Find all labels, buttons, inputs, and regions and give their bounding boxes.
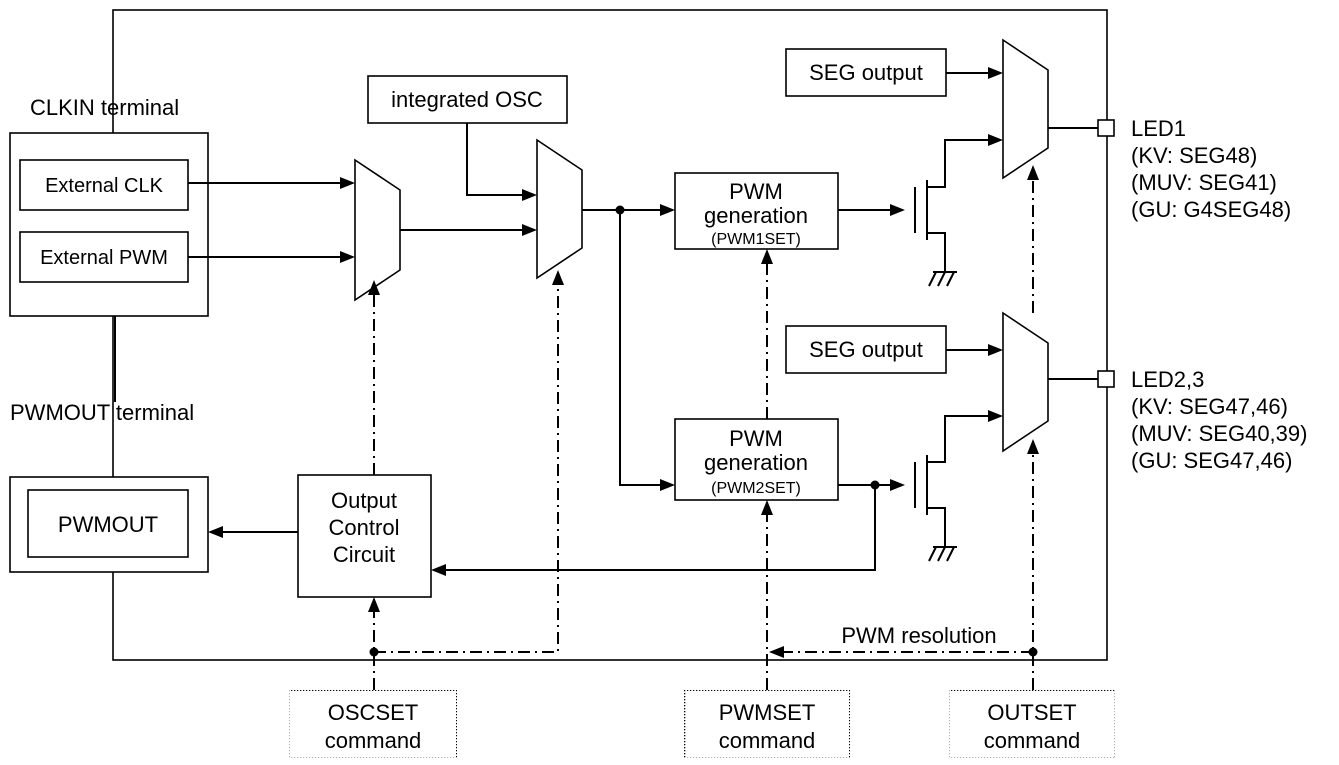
pwm-generation-2 <box>674 418 839 501</box>
pwm-resolution-label: PWM resolution <box>841 623 996 648</box>
led1-pin <box>1097 119 1115 137</box>
pwm-gen2-line3: (PWM2SET) <box>711 480 801 497</box>
pwm-gen1-line2: generation <box>704 203 808 228</box>
oscset-command-line1: OSCSET <box>328 700 418 725</box>
external-pwm-label: External PWM <box>40 247 168 269</box>
chip-boundary <box>112 9 1108 661</box>
pwm-gen1-line1: PWM <box>729 179 783 204</box>
led23-pin <box>1097 370 1115 388</box>
outset-command-line1: OUTSET <box>987 700 1076 725</box>
led1-output-mux <box>1002 38 1049 180</box>
seg-output-1 <box>785 48 947 97</box>
pwmset-command-line1: PWMSET <box>719 700 816 725</box>
led1-kv-label: (KV: SEG48) <box>1131 143 1257 168</box>
pwm-gen2-line1: PWM <box>729 426 783 451</box>
led1-muv-label: (MUV: SEG41) <box>1131 170 1277 195</box>
output-control-line2: Control <box>329 515 400 540</box>
external-pwm-block <box>19 231 189 283</box>
pwmout-terminal-label: PWMOUT terminal <box>10 400 194 425</box>
led23-output-mux <box>1002 311 1049 453</box>
clock-input-mux <box>354 158 401 302</box>
oscset-command-line2: command <box>325 728 422 753</box>
external-clk-label: External CLK <box>45 175 163 197</box>
output-control-line3: Circuit <box>333 542 395 567</box>
led23-kv-label: (KV: SEG47,46) <box>1131 394 1288 419</box>
output-control-line1: Output <box>331 488 397 513</box>
pwmout-block <box>27 489 189 558</box>
integrated-osc-block <box>367 75 568 124</box>
pwmset-command-box <box>684 689 850 759</box>
led1-label: LED1 <box>1131 116 1186 141</box>
control-lines <box>368 165 1039 690</box>
clock-select-mux <box>536 138 583 280</box>
pwm-gen1-line3: (PWM1SET) <box>711 231 801 248</box>
led23-gu-label: (GU: SEG47,46) <box>1131 448 1292 473</box>
led23-label: LED2,3 <box>1131 367 1204 392</box>
led1-gu-label: (GU: G4SEG48) <box>1131 197 1291 222</box>
pwmset-command-line2: command <box>719 728 816 753</box>
outset-command-line2: command <box>984 728 1081 753</box>
led23-muv-label: (MUV: SEG40,39) <box>1131 421 1307 446</box>
clkin-terminal-label: CLKIN terminal <box>30 95 179 120</box>
integrated-osc-label: integrated OSC <box>391 87 543 112</box>
seg-output-1-label: SEG output <box>809 60 923 85</box>
led1-driver-transistor <box>914 134 1003 287</box>
external-clk-block <box>19 159 189 211</box>
outset-command-box <box>949 689 1116 759</box>
led23-driver-transistor <box>914 410 1003 562</box>
pwm-generation-1 <box>674 172 839 250</box>
output-control-circuit <box>297 474 432 598</box>
signal-wires <box>114 67 1003 576</box>
pwm-gen2-line2: generation <box>704 450 808 475</box>
seg-output-2-label: SEG output <box>809 337 923 362</box>
pwmout-block-label: PWMOUT <box>58 512 158 537</box>
oscset-command-box <box>289 689 457 759</box>
